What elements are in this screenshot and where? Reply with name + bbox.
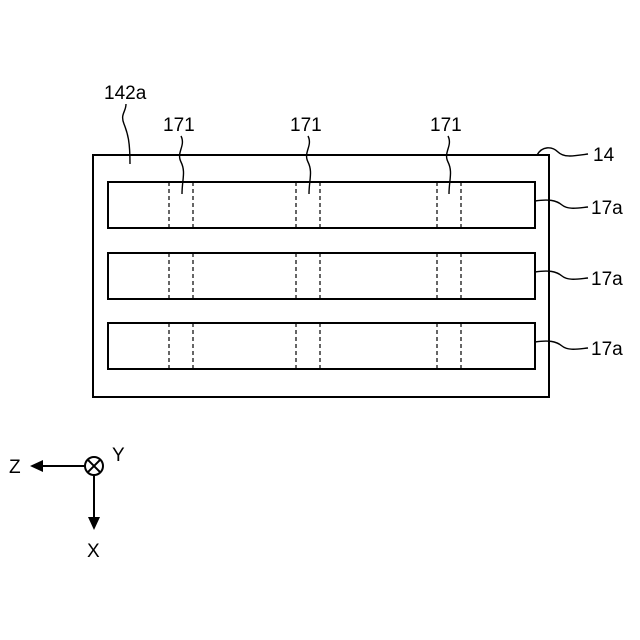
strip-2 — [108, 253, 535, 299]
z-axis-arrowhead-icon — [30, 460, 43, 472]
strip-1 — [108, 182, 535, 228]
label-surface: 142a — [104, 83, 147, 104]
label-strip-2: 17a — [591, 269, 623, 290]
axis-label-x: X — [87, 541, 100, 562]
strip-3 — [108, 323, 535, 369]
label-marker-1: 171 — [163, 115, 195, 136]
label-strip-1: 17a — [591, 198, 623, 219]
leader-strip-1 — [535, 200, 588, 208]
coordinate-axes: Z Y X — [9, 445, 125, 562]
label-substrate: 14 — [593, 145, 615, 166]
axis-label-y: Y — [112, 445, 125, 466]
leader-strip-3 — [535, 341, 588, 349]
label-marker-3: 171 — [430, 115, 462, 136]
label-strip-3: 17a — [591, 339, 623, 360]
label-marker-2: 171 — [290, 115, 322, 136]
axis-label-z: Z — [9, 457, 21, 478]
x-axis-arrowhead-icon — [88, 517, 100, 530]
leader-strip-2 — [535, 271, 588, 279]
